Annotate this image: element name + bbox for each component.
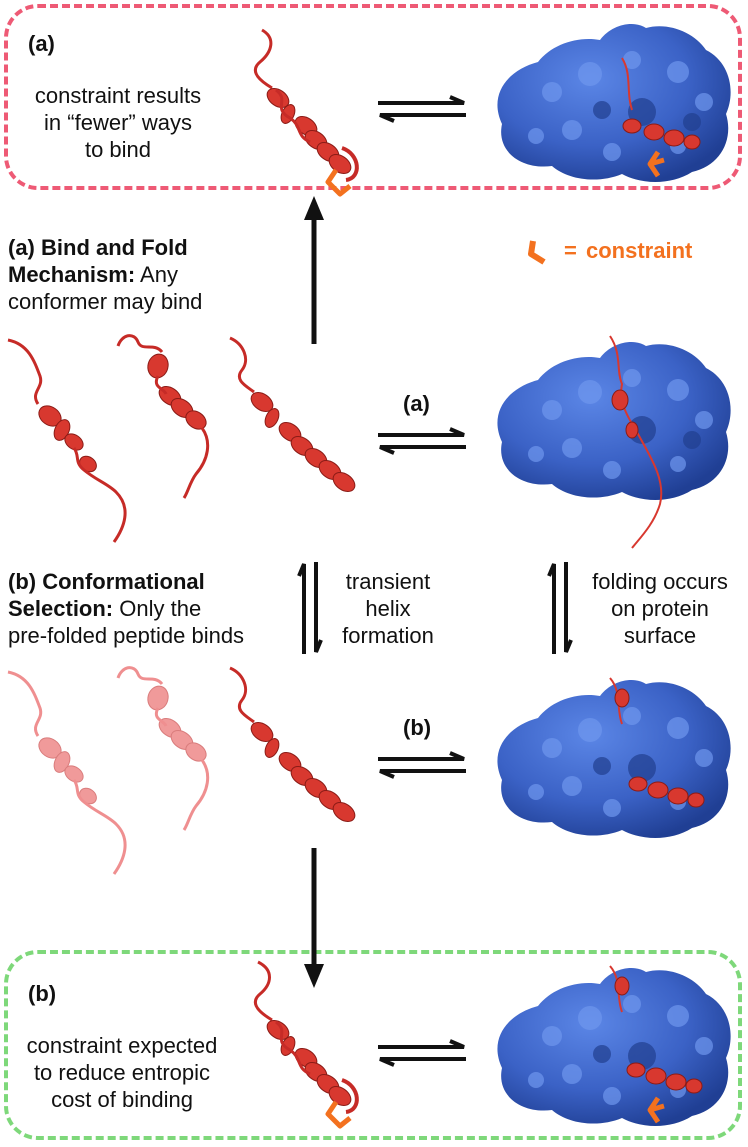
folding-line-3: surface [623, 623, 697, 648]
peptide-unfolded-1 [7, 338, 127, 543]
bind-fold-heading: Bind and Fold [41, 235, 188, 260]
top-box-label: (a) [28, 31, 55, 56]
transient-line-2: helix [365, 596, 411, 621]
protein-a [497, 335, 731, 549]
folding-line-1: folding occurs [592, 569, 728, 594]
top-box-caption: constraint results in “fewer” ways to bi… [12, 82, 224, 163]
protein-b [497, 677, 731, 838]
up-arrow [304, 196, 324, 344]
conf-selection-title: (b) Conformational Selection: Only the p… [8, 568, 308, 649]
folding-line-2: on protein [611, 596, 709, 621]
arrow-label-b: (b) [403, 715, 432, 740]
peptide-bottom-constrained [253, 960, 359, 1129]
equilibrium-vertical-right [547, 562, 573, 654]
arrow-label-a: (a) [403, 391, 430, 416]
top-caption-line-1: constraint results [34, 83, 202, 108]
constraint-mark-bottom [325, 1100, 352, 1129]
equilibrium-horizontal-a [378, 427, 466, 455]
conf-sel-heading: Conformational [42, 569, 205, 594]
constraint-icon [528, 240, 546, 265]
bottom-box-caption: constraint expected to reduce entropic c… [8, 1032, 236, 1113]
bind-fold-prefix: (a) [8, 235, 35, 260]
equilibrium-horizontal-bottom [378, 1039, 466, 1067]
peptide-faded-2 [116, 666, 210, 831]
bottom-caption-line-1: constraint expected [26, 1033, 218, 1058]
conf-sel-rest-2: pre-folded peptide binds [8, 623, 245, 648]
peptide-unfolded-2 [116, 334, 210, 499]
legend-equals: = [564, 238, 577, 263]
constraint-mark-top [325, 168, 352, 197]
bind-fold-heading-2: Mechanism: [8, 262, 136, 287]
conf-sel-prefix: (b) [8, 569, 37, 594]
down-arrow [304, 848, 324, 988]
bottom-box-label: (b) [28, 981, 57, 1006]
equilibrium-horizontal-top [378, 95, 466, 123]
peptide-folded-a [229, 336, 356, 493]
top-dashed-box [4, 4, 742, 190]
peptide-faded-1 [7, 670, 127, 875]
bind-fold-rest-1: Any [135, 262, 178, 287]
folding-text: folding occurs on protein surface [572, 568, 748, 649]
transient-line-3: formation [342, 623, 434, 648]
transient-text: transient helix formation [322, 568, 454, 649]
equilibrium-vertical-left [297, 562, 323, 654]
constraint-legend: = constraint [528, 236, 748, 270]
legend-text: constraint [586, 238, 693, 263]
peptide-top-constrained [253, 28, 359, 197]
bottom-caption-line-3: cost of binding [51, 1087, 193, 1112]
bottom-dashed-box [4, 950, 742, 1140]
equilibrium-horizontal-b [378, 751, 466, 779]
bottom-caption-line-2: to reduce entropic [33, 1060, 211, 1085]
transient-line-1: transient [345, 569, 431, 594]
conf-sel-rest-1: Only the [113, 596, 202, 621]
protein-top [497, 24, 731, 182]
bind-fold-title: (a) Bind and Fold Mechanism: Any conform… [8, 234, 308, 315]
bind-fold-rest-2: conformer may bind [8, 289, 203, 314]
conf-sel-heading-2: Selection: [8, 596, 114, 621]
protein-bottom [497, 965, 731, 1126]
peptide-folded-b [229, 666, 356, 823]
top-caption-line-2: in “fewer” ways [44, 110, 192, 135]
top-caption-line-3: to bind [84, 137, 152, 162]
